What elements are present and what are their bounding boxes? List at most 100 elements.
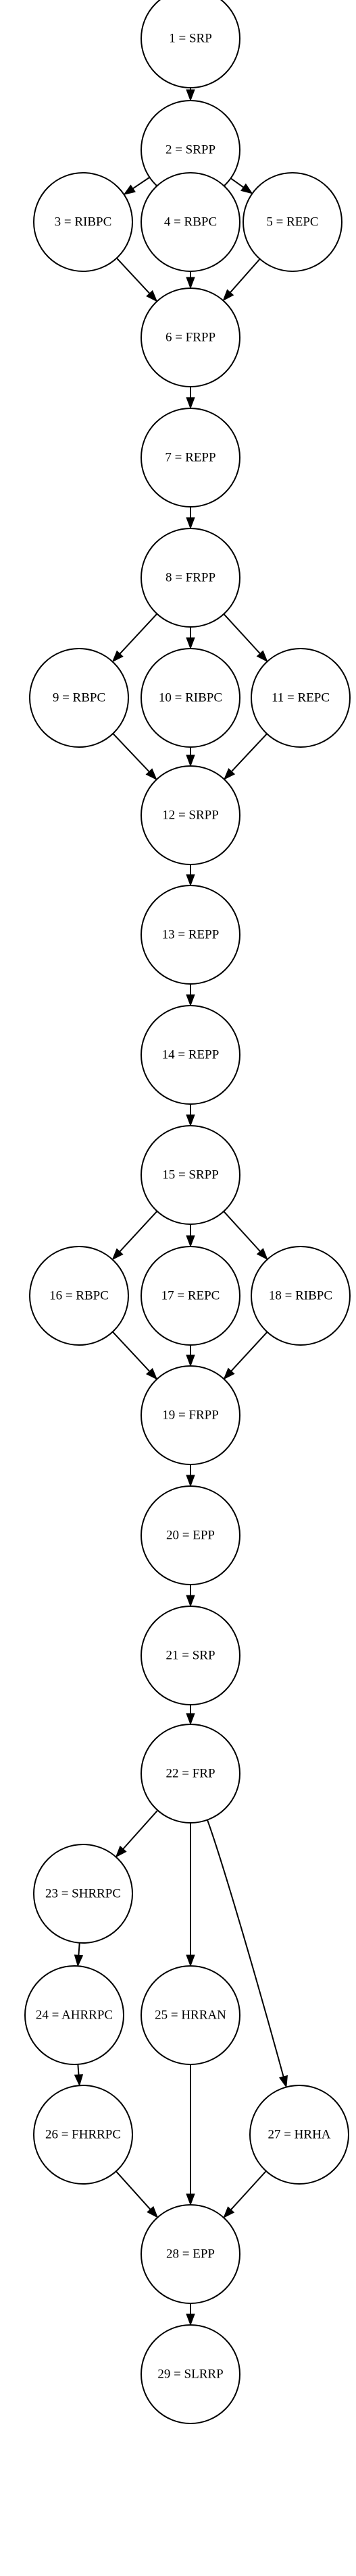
node-circle [243,172,342,272]
node-27: 27 = HRHA [249,2085,349,2185]
node-circle [33,2085,133,2185]
edge-8-9 [111,613,158,663]
edge-12-13 [186,865,195,887]
edge-line [119,613,158,655]
node-circle [24,1965,124,2065]
node-16: 16 = RBPC [29,1246,129,1346]
arrowhead [74,1954,84,1967]
node-circle [29,648,129,748]
node-20: 20 = EPP [141,1485,240,1585]
node-circle [249,2085,349,2185]
node-4: 4 = RBPC [141,172,240,272]
arrowhead [186,517,195,530]
edge-line [132,176,150,190]
node-circle [141,0,240,88]
node-circle [141,765,240,865]
arrowhead [115,1845,127,1858]
node-circle [141,1005,240,1105]
node-3: 3 = RIBPC [33,172,133,272]
arrowhead [186,1713,195,1726]
node-19: 19 = FRPP [141,1365,240,1465]
edge-line [223,613,261,655]
edge-line [116,257,151,294]
arrowhead [186,1595,195,1608]
node-21: 21 = SRP [141,1606,240,1705]
node-circle [141,287,240,387]
node-circle [141,2324,240,2424]
arrowhead [223,2206,235,2219]
node-circle [141,1724,240,1824]
arrowhead [186,2313,195,2326]
node-label: 23 = SHRRPC [45,1887,121,1901]
node-18: 18 = RIBPC [251,1246,351,1346]
node-1: 1 = SRP [141,0,240,88]
edge-19-20 [186,1464,195,1487]
edges-layer [74,88,288,2326]
node-label: 12 = SRPP [162,809,219,823]
edge-20-21 [186,1585,195,1608]
node-12: 12 = SRPP [141,765,240,865]
node-9: 9 = RBPC [29,648,129,748]
edge-2-3 [123,176,150,196]
arrowhead [186,1235,195,1248]
edge-27-28 [223,2170,267,2219]
edge-4-6 [186,271,195,290]
edge-9-12 [112,733,157,781]
edge-8-11 [223,613,268,663]
edge-line [230,1332,268,1372]
node-label: 25 = HRRAN [155,2008,226,2023]
edge-line [78,1942,80,1956]
edge-line [230,177,244,188]
arrowhead [186,1114,195,1127]
node-label: 20 = EPP [166,1529,215,1543]
node-14: 14 = REPP [141,1005,240,1105]
edge-2-5 [230,177,253,194]
edge-15-18 [223,1211,268,1261]
arrowhead [146,1367,158,1380]
arrowhead [223,1367,235,1380]
arrowhead [186,397,195,410]
node-28: 28 = EPP [141,2204,240,2304]
node-label: 24 = AHRRPC [36,2008,113,2023]
edge-1-2 [186,88,195,102]
edge-15-16 [111,1210,158,1261]
arrowhead [240,183,253,194]
edge-line [122,1809,159,1850]
node-label: 19 = FRPP [162,1408,219,1423]
edge-line [207,1819,284,2077]
arrowhead [186,755,195,767]
edge-17-19 [186,1345,195,1367]
arrowhead [147,2205,159,2218]
node-circle [141,172,240,272]
node-label: 8 = FRPP [166,571,215,585]
node-circle [251,1246,351,1346]
node-circle [141,1485,240,1585]
node-label: 9 = RBPC [53,691,105,705]
arrowhead [186,1954,195,1967]
arrowhead [186,277,195,290]
edge-line [119,1210,158,1253]
arrowhead [256,650,268,663]
node-circle [141,648,240,748]
node-circle [141,408,240,508]
node-circle [141,885,240,985]
edge-23-24 [74,1942,84,1967]
node-label: 1 = SRP [169,32,212,46]
edge-line [231,733,268,772]
node-11: 11 = REPC [251,648,351,748]
edge-11-12 [223,733,268,780]
node-label: 13 = REPP [162,928,220,942]
edge-18-19 [223,1332,268,1380]
edge-6-7 [186,387,195,410]
arrowhead [74,2074,84,2087]
edge-21-22 [186,1705,195,1726]
node-label: 6 = FRPP [166,331,215,345]
node-circle [141,1365,240,1465]
node-label: 15 = SRPP [162,1168,219,1182]
edge-22-23 [115,1809,159,1858]
edge-7-8 [186,507,195,530]
arrowhead [223,768,236,780]
edge-14-15 [186,1104,195,1127]
node-label: 29 = SLRRP [157,2367,223,2382]
node-8: 8 = FRPP [141,528,240,628]
